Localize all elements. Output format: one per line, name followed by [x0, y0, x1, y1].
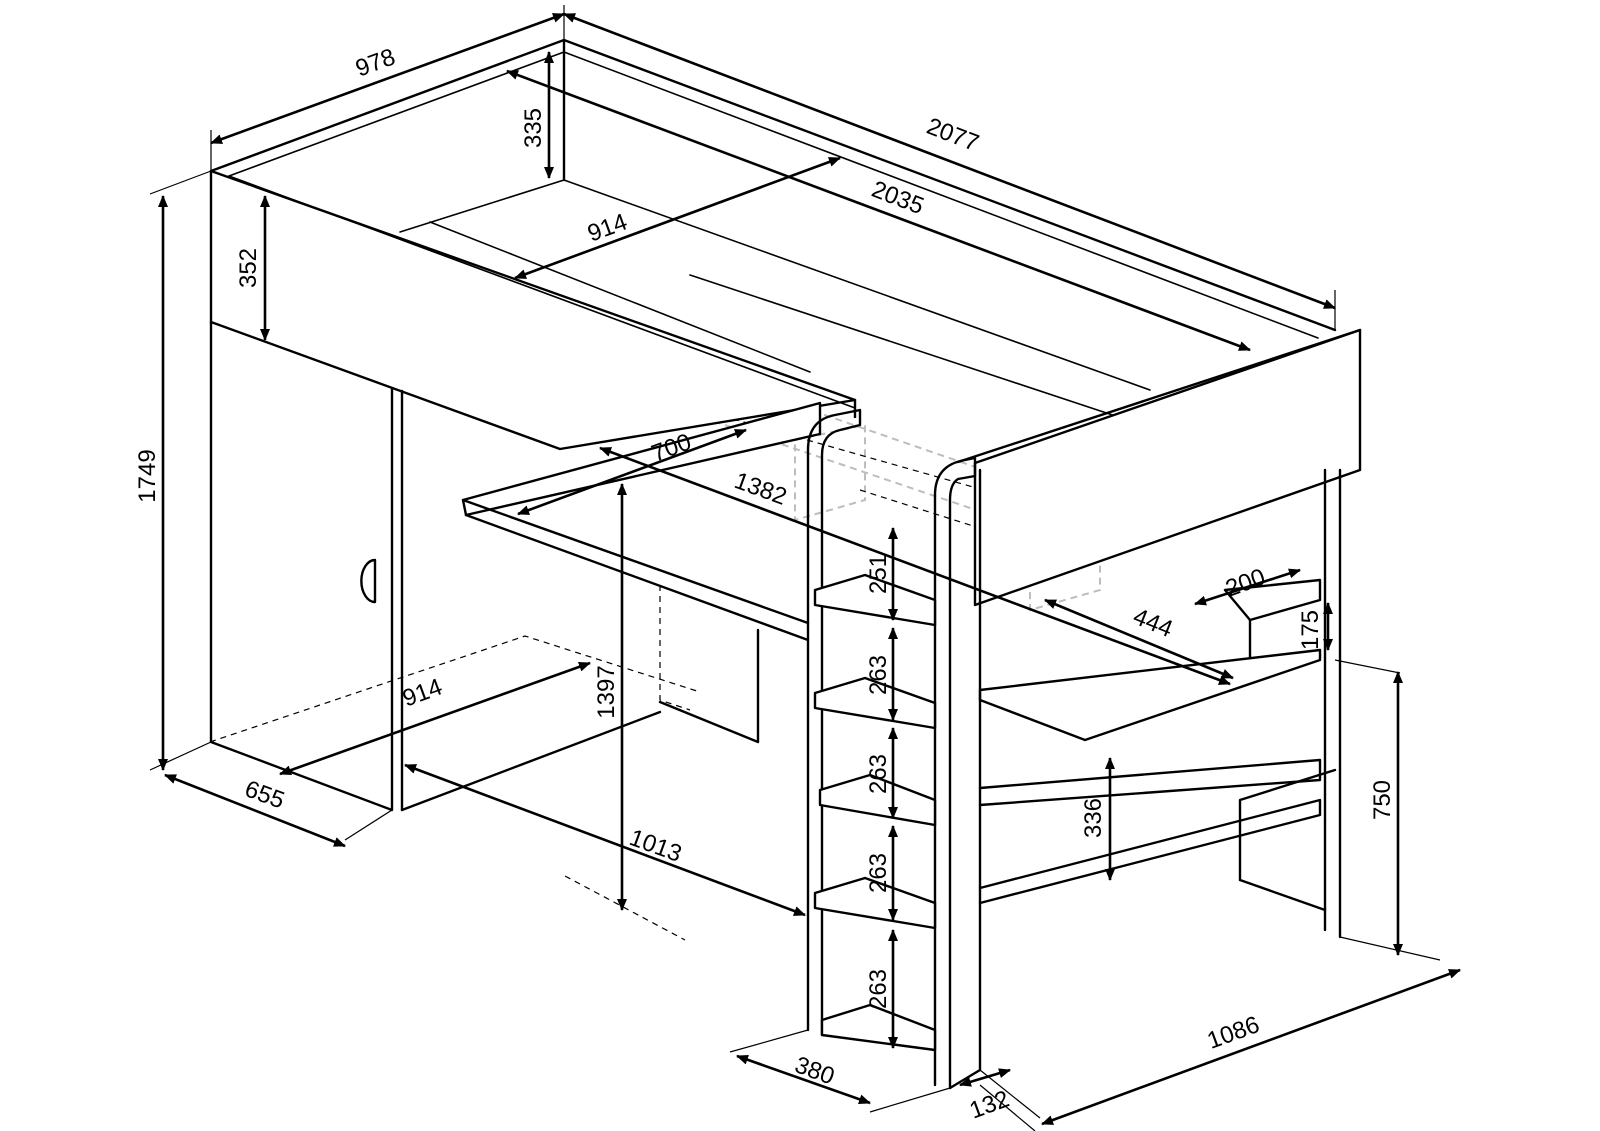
dim-arrow-914-top [514, 156, 841, 280]
desk-front-edge [464, 513, 810, 642]
ext-end-right [1339, 936, 1441, 961]
dim-label-floor-depth: 914 [399, 673, 446, 712]
dim-arrow-200 [1194, 568, 1301, 606]
desk-top-back [461, 498, 810, 625]
ext-ladder-right [869, 1087, 951, 1113]
ghost-box-left [794, 423, 866, 522]
dim-label-total-length: 2077 [923, 113, 983, 157]
dimension-labels: 978 2077 2035 335 352 914 1749 700 1382 … [134, 43, 1396, 1124]
dim-arrow-444 [1044, 598, 1234, 680]
ext-depth-right [344, 809, 393, 841]
dim-arrow-2077 [563, 12, 1336, 310]
dim-label-desk-height: 1397 [593, 665, 620, 718]
bed-structure [209, 38, 1362, 1090]
dim-label-ladder-step-4: 263 [865, 853, 892, 893]
ladder-front-rail [933, 456, 977, 1090]
dim-label-floor-length: 1013 [626, 824, 685, 868]
dim-label-end-length: 1086 [1204, 1011, 1263, 1055]
dim-label-total-height: 1749 [134, 449, 161, 502]
ladder-step-4 [813, 876, 937, 930]
dim-label-ladder-step-3: 263 [865, 754, 892, 794]
dim-label-side-panel-height: 352 [235, 248, 262, 288]
dim-label-ladder-step-2: 263 [865, 655, 892, 695]
right-leg-foot [1238, 768, 1337, 882]
ext-height-bottom [149, 741, 212, 771]
right-foot-bottom [1238, 878, 1327, 912]
dim-arrow-978 [210, 12, 565, 145]
dim-arrow-132 [959, 1068, 1011, 1087]
dim-label-guard-rail-height: 335 [520, 108, 547, 148]
dim-arrow-380 [736, 1054, 871, 1105]
dim-label-shelf-height: 175 [1297, 610, 1324, 650]
dim-label-end-height: 750 [1369, 780, 1396, 820]
floor-ext-dash [564, 875, 686, 941]
lower-shelf [978, 758, 1322, 807]
dim-arrow-914-bottom [279, 661, 591, 776]
dim-arrow-1013 [404, 763, 806, 917]
front-guard-panel [209, 171, 857, 451]
dim-label-mattress-width: 914 [584, 208, 631, 247]
dim-label-ladder-width: 380 [791, 1051, 838, 1090]
desk-leg [658, 628, 760, 744]
floor-back-edge [209, 635, 701, 743]
dim-arrow-2035 [506, 69, 1251, 352]
desk-shelf [978, 648, 1322, 742]
desk-leg-hidden [659, 585, 691, 711]
end-guard-top [956, 328, 1362, 464]
bottom-shelf [978, 798, 1322, 905]
dim-arrow-1086 [1041, 968, 1461, 1126]
ext-height-top [149, 170, 212, 195]
ladder-step-5 [820, 1003, 937, 1052]
dim-label-lower-shelf-height: 336 [1080, 798, 1107, 838]
dim-label-ladder-step-1: 251 [865, 554, 892, 594]
ladder-step-3 [818, 773, 937, 827]
dim-label-mattress-length: 2035 [868, 176, 928, 220]
wardrobe-handle-icon [360, 558, 377, 604]
dim-label-ladder-step-5: 263 [865, 969, 892, 1009]
ladder-back-rail [806, 408, 862, 1037]
end-guard-panel [973, 328, 1362, 607]
ext-end-top [1334, 659, 1401, 674]
ext-ladder-left [729, 1029, 809, 1053]
dim-arrow-655 [164, 773, 346, 848]
dimension-arrows [158, 12, 1461, 1126]
ext-floor-right [979, 1084, 1036, 1131]
dim-label-desk-length: 1382 [731, 467, 790, 511]
